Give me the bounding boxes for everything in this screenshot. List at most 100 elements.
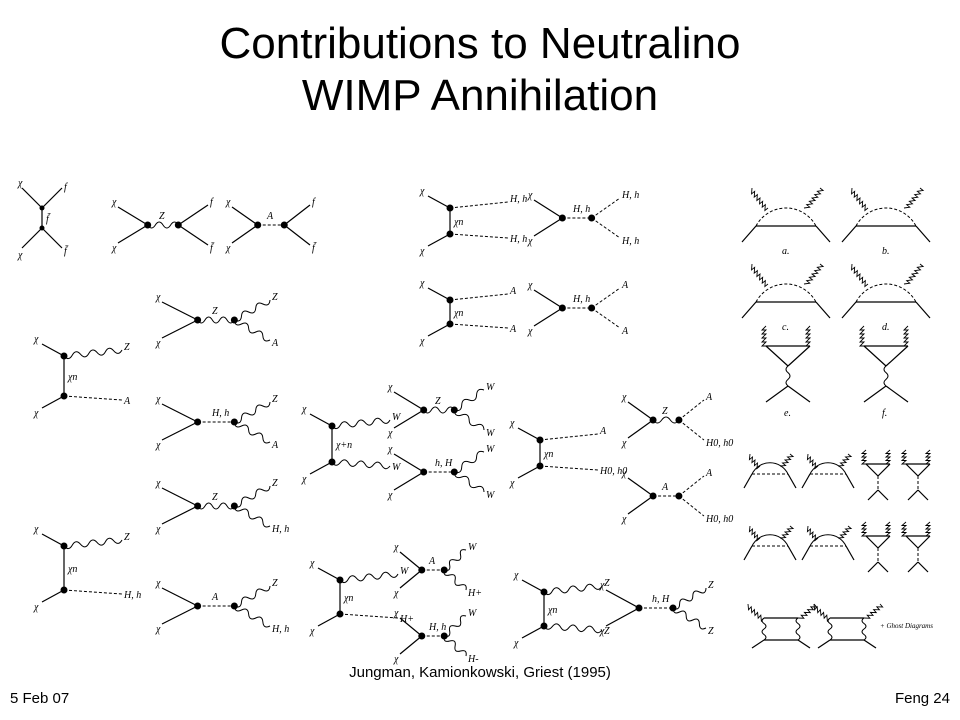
diagram-label: χ xyxy=(599,626,605,637)
fermion-line xyxy=(627,495,654,515)
diagram-label: Z xyxy=(272,478,278,489)
fermion-line xyxy=(917,561,929,573)
fermion-line xyxy=(801,545,811,561)
diagram-label: χ xyxy=(419,278,425,289)
gluon-line xyxy=(903,263,925,285)
fermion-line xyxy=(521,579,545,593)
gluon-line xyxy=(900,521,908,537)
fermion-line xyxy=(885,385,909,403)
gauge-boson-line xyxy=(63,537,123,550)
gluon-line xyxy=(884,521,892,537)
vertex-dot xyxy=(536,462,544,470)
diagram-label: χ xyxy=(599,580,605,591)
diagram-label: H, h xyxy=(123,590,141,601)
diagram-label: H+ xyxy=(467,588,482,599)
fermion-line xyxy=(907,489,919,501)
gauge-boson-line xyxy=(63,347,123,360)
diagram-label: h, H xyxy=(652,594,670,605)
vertex-dot xyxy=(39,205,45,211)
scalar-line xyxy=(591,307,621,329)
fermion-line xyxy=(877,561,889,573)
vertex-dot xyxy=(60,586,68,594)
fermion-line xyxy=(815,225,831,243)
gluon-line xyxy=(806,525,819,542)
diagram-label: χ xyxy=(527,280,533,291)
fermion-line xyxy=(787,473,797,489)
fermion-line xyxy=(845,545,855,561)
fermion-line xyxy=(627,477,654,497)
diagram-label: e. xyxy=(784,408,791,419)
scalar-line xyxy=(678,399,705,421)
vertex-dot xyxy=(230,418,238,426)
diagram-label: Z xyxy=(708,626,714,637)
vertex-dot xyxy=(649,416,657,424)
diagram-label: A xyxy=(599,426,607,437)
diagram-label: χ xyxy=(155,578,161,589)
fermion-line xyxy=(317,613,341,627)
vertex-dot xyxy=(336,610,344,618)
fermion-line xyxy=(917,463,931,477)
diagram-label: χ xyxy=(621,392,627,403)
diagram-label: A xyxy=(428,556,436,567)
diagram-label: χ+n xyxy=(335,440,352,451)
vertex-dot xyxy=(336,576,344,584)
fermion-line xyxy=(317,567,341,581)
fermion-line xyxy=(399,617,423,637)
gluon-line xyxy=(903,187,925,209)
fermion-line xyxy=(627,401,654,421)
vertex-dot xyxy=(446,230,454,238)
gluon-line xyxy=(813,603,831,623)
fermion-line xyxy=(867,561,879,573)
fermion-line xyxy=(309,413,333,427)
gauge-boson-line xyxy=(454,388,485,412)
diagram-label: χ xyxy=(419,246,425,257)
fermion-line xyxy=(393,453,425,473)
gauge-boson-line xyxy=(423,406,455,414)
vertex-dot xyxy=(440,566,448,574)
fermion-line xyxy=(863,639,877,649)
fermion-line xyxy=(915,301,931,319)
vertex-dot xyxy=(230,316,238,324)
diagram-label: χ xyxy=(393,654,399,665)
diagram-label: χ xyxy=(225,197,231,208)
fermion-line xyxy=(161,319,198,339)
fermion-line xyxy=(517,427,541,441)
diagram-label: a. xyxy=(782,246,790,257)
diagram-label: χ xyxy=(393,588,399,599)
vertex-dot xyxy=(194,502,202,510)
scalar-line xyxy=(449,201,509,209)
diagram-label: χ xyxy=(155,292,161,303)
diagram-label: Z xyxy=(272,394,278,405)
diagram-label: χ xyxy=(387,382,393,393)
scalar-line xyxy=(63,589,123,595)
vertex-dot xyxy=(675,492,683,500)
fermion-line xyxy=(877,463,891,477)
gauge-boson-line xyxy=(147,221,179,229)
diagram-label: χ xyxy=(419,186,425,197)
vertex-dot xyxy=(144,221,152,229)
diagram-label: Z xyxy=(604,626,610,637)
diagram-label: χ xyxy=(387,444,393,455)
gauge-boson-line xyxy=(233,421,271,444)
fermion-line xyxy=(117,224,149,244)
diagram-label: + Ghost Diagrams xyxy=(880,622,933,630)
diagram-label: χ xyxy=(393,542,399,553)
fermion-line xyxy=(161,605,198,625)
gluon-line xyxy=(779,453,795,467)
diagram-label: h, H xyxy=(435,458,453,469)
vertex-dot xyxy=(194,602,202,610)
diagram-label: χ xyxy=(17,250,23,261)
fermion-line xyxy=(393,409,425,429)
diagram-label: χn xyxy=(343,593,353,604)
diagram-label: f xyxy=(312,197,316,208)
scalar-line xyxy=(449,323,509,329)
fermion-line xyxy=(161,587,198,607)
diagram-label: χ xyxy=(155,478,161,489)
fermion-line xyxy=(841,301,857,319)
fermion-line xyxy=(917,489,929,501)
vertex-dot xyxy=(39,225,45,231)
vertex-dot xyxy=(558,304,566,312)
gauge-boson-line xyxy=(444,615,467,637)
fermion-line xyxy=(283,204,311,226)
vertex-dot xyxy=(328,458,336,466)
